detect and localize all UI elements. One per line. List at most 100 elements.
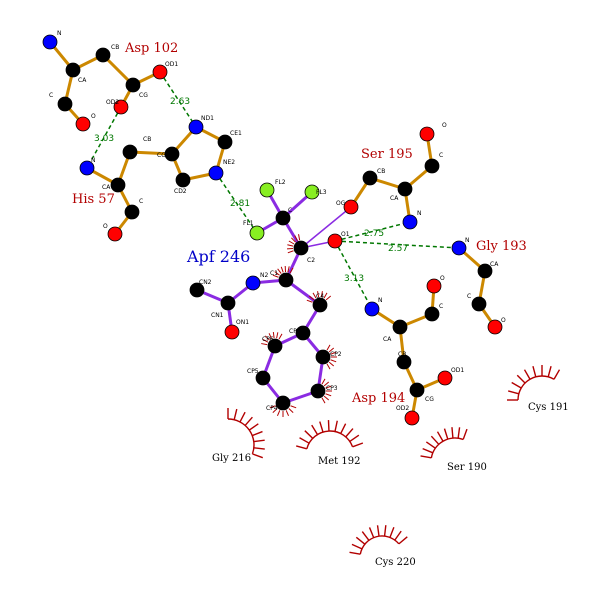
hydrogen-bonds [86,71,460,310]
atom-label: C [439,152,443,159]
gly216-contact-tick [248,423,259,431]
cys220-contact-tick [398,536,408,545]
met192-contact-tick [352,442,364,448]
atom-label: OG [336,200,346,207]
atom-label: O [440,275,445,282]
met192-contact-tick [304,430,314,439]
atom-label: CG [425,396,434,403]
ligand-cp6-contact-tick [262,338,269,343]
met192-contact-arc [306,430,354,449]
atom-label: O [103,223,108,230]
ligand-c2-contact-tick [294,235,298,242]
atom-oxygen [152,64,168,80]
atom-oxygen [343,199,359,215]
atom-nitrogen [188,119,204,135]
atom-label: CB [143,136,151,143]
atom-label: OD1 [165,61,178,68]
atom-label: C2 [307,257,315,264]
atom-nitrogen [245,275,261,291]
gly216-contact-tick [251,430,263,437]
atom-label: N [378,297,383,304]
atom-label: CE1 [230,130,242,137]
atom-carbon [220,295,236,311]
ser190-contact-tick [462,428,468,440]
ligand-label-apf246: Apf 246 [186,247,250,266]
ser190-contact-tick [451,427,454,439]
atom-carbon [267,338,283,354]
ligand-c2-contact-tick [291,237,296,243]
atom-label: N [417,210,422,217]
met192-contact-tick [311,424,319,435]
atom-carbon [477,263,493,279]
atom-label: O [501,317,506,324]
atom-label: CP2 [330,351,342,358]
ligand-cp6-contact-tick [268,333,273,339]
ligand-cp2-contact-tick [330,351,337,355]
ligand-cp3-contact-tick [323,395,330,401]
ligand-c4-contact-tick [320,291,323,298]
met192-contact-tick [296,445,307,450]
atom-carbon [95,47,111,63]
atom-carbon [189,282,205,298]
hbond-distance: 3.13 [344,274,364,284]
ligand-c1-contact-tick [280,266,284,273]
atom-label: CP3 [326,385,338,392]
residue-label-ser195: Ser 195 [361,147,413,162]
ligand-cp6-contact-tick [278,333,283,340]
atom-nitrogen [42,34,58,50]
ligand-c4-contact-tick [312,292,317,299]
atom-label: CP6 [262,336,274,343]
ligand-cp3-contact-tick [321,378,326,385]
atom-carbon [471,296,487,312]
atom-fluorine [249,225,265,241]
atom-carbon [278,272,294,288]
met192-contact-tick [319,421,324,433]
ligand-cp4-contact-tick [269,405,276,409]
atom-nitrogen [364,301,380,317]
cys220-contact-tick [349,551,361,555]
atom-label: N [91,157,96,164]
atom-label: CD2 [174,188,187,195]
ligand-cp2-contact-tick [326,344,331,351]
gly216-contact-tick [244,416,253,426]
cys220-contact-tick [394,530,402,541]
ligand-c4-contact-tick [317,291,320,298]
atom-label: ON1 [236,319,249,326]
atom-carbon [125,77,141,93]
ser190-contact-tick [457,427,461,439]
atom-carbon [217,134,233,150]
atoms [42,34,503,426]
ligand-cp6-contact-tick [261,343,268,346]
atom-oxygen [426,278,442,294]
ligand-cp4-contact-tick [276,410,281,417]
hbond-distance: 2.75 [364,229,384,239]
atom-carbon [57,96,73,112]
covalent-bond-og-c [300,206,352,249]
gly216-contact-tick [233,408,238,420]
ligand-cp2-contact-tick [330,359,337,363]
residue-label-met192: Met 192 [318,456,360,467]
ligand-cp3-contact-tick [325,385,332,389]
atom-carbon [362,170,378,186]
atom-label: FL2 [275,179,286,186]
hbond-distance: 2.81 [230,199,250,209]
ligand-bonds [195,188,325,405]
atom-carbon [392,319,408,335]
atom-label: CA [490,261,499,268]
ser190-contact-tick [425,441,436,449]
cys220-contact-tick [389,526,395,538]
atom-label: FL1 [243,220,254,227]
met192-contact-tick [299,437,310,444]
atom-label: CP4 [266,405,278,412]
atom-label: CP5 [247,368,259,375]
hbond-distance: 2.63 [170,97,190,107]
ser190-contact-tick [420,455,432,459]
atom-label: C [439,303,443,310]
ligand-cp4-contact-tick [285,410,290,417]
atom-label: NE2 [223,159,235,166]
hbond-line [159,71,197,128]
hbond-line [334,221,411,242]
atom-carbon [110,177,126,193]
ligand-cp4-contact-tick [290,405,297,409]
